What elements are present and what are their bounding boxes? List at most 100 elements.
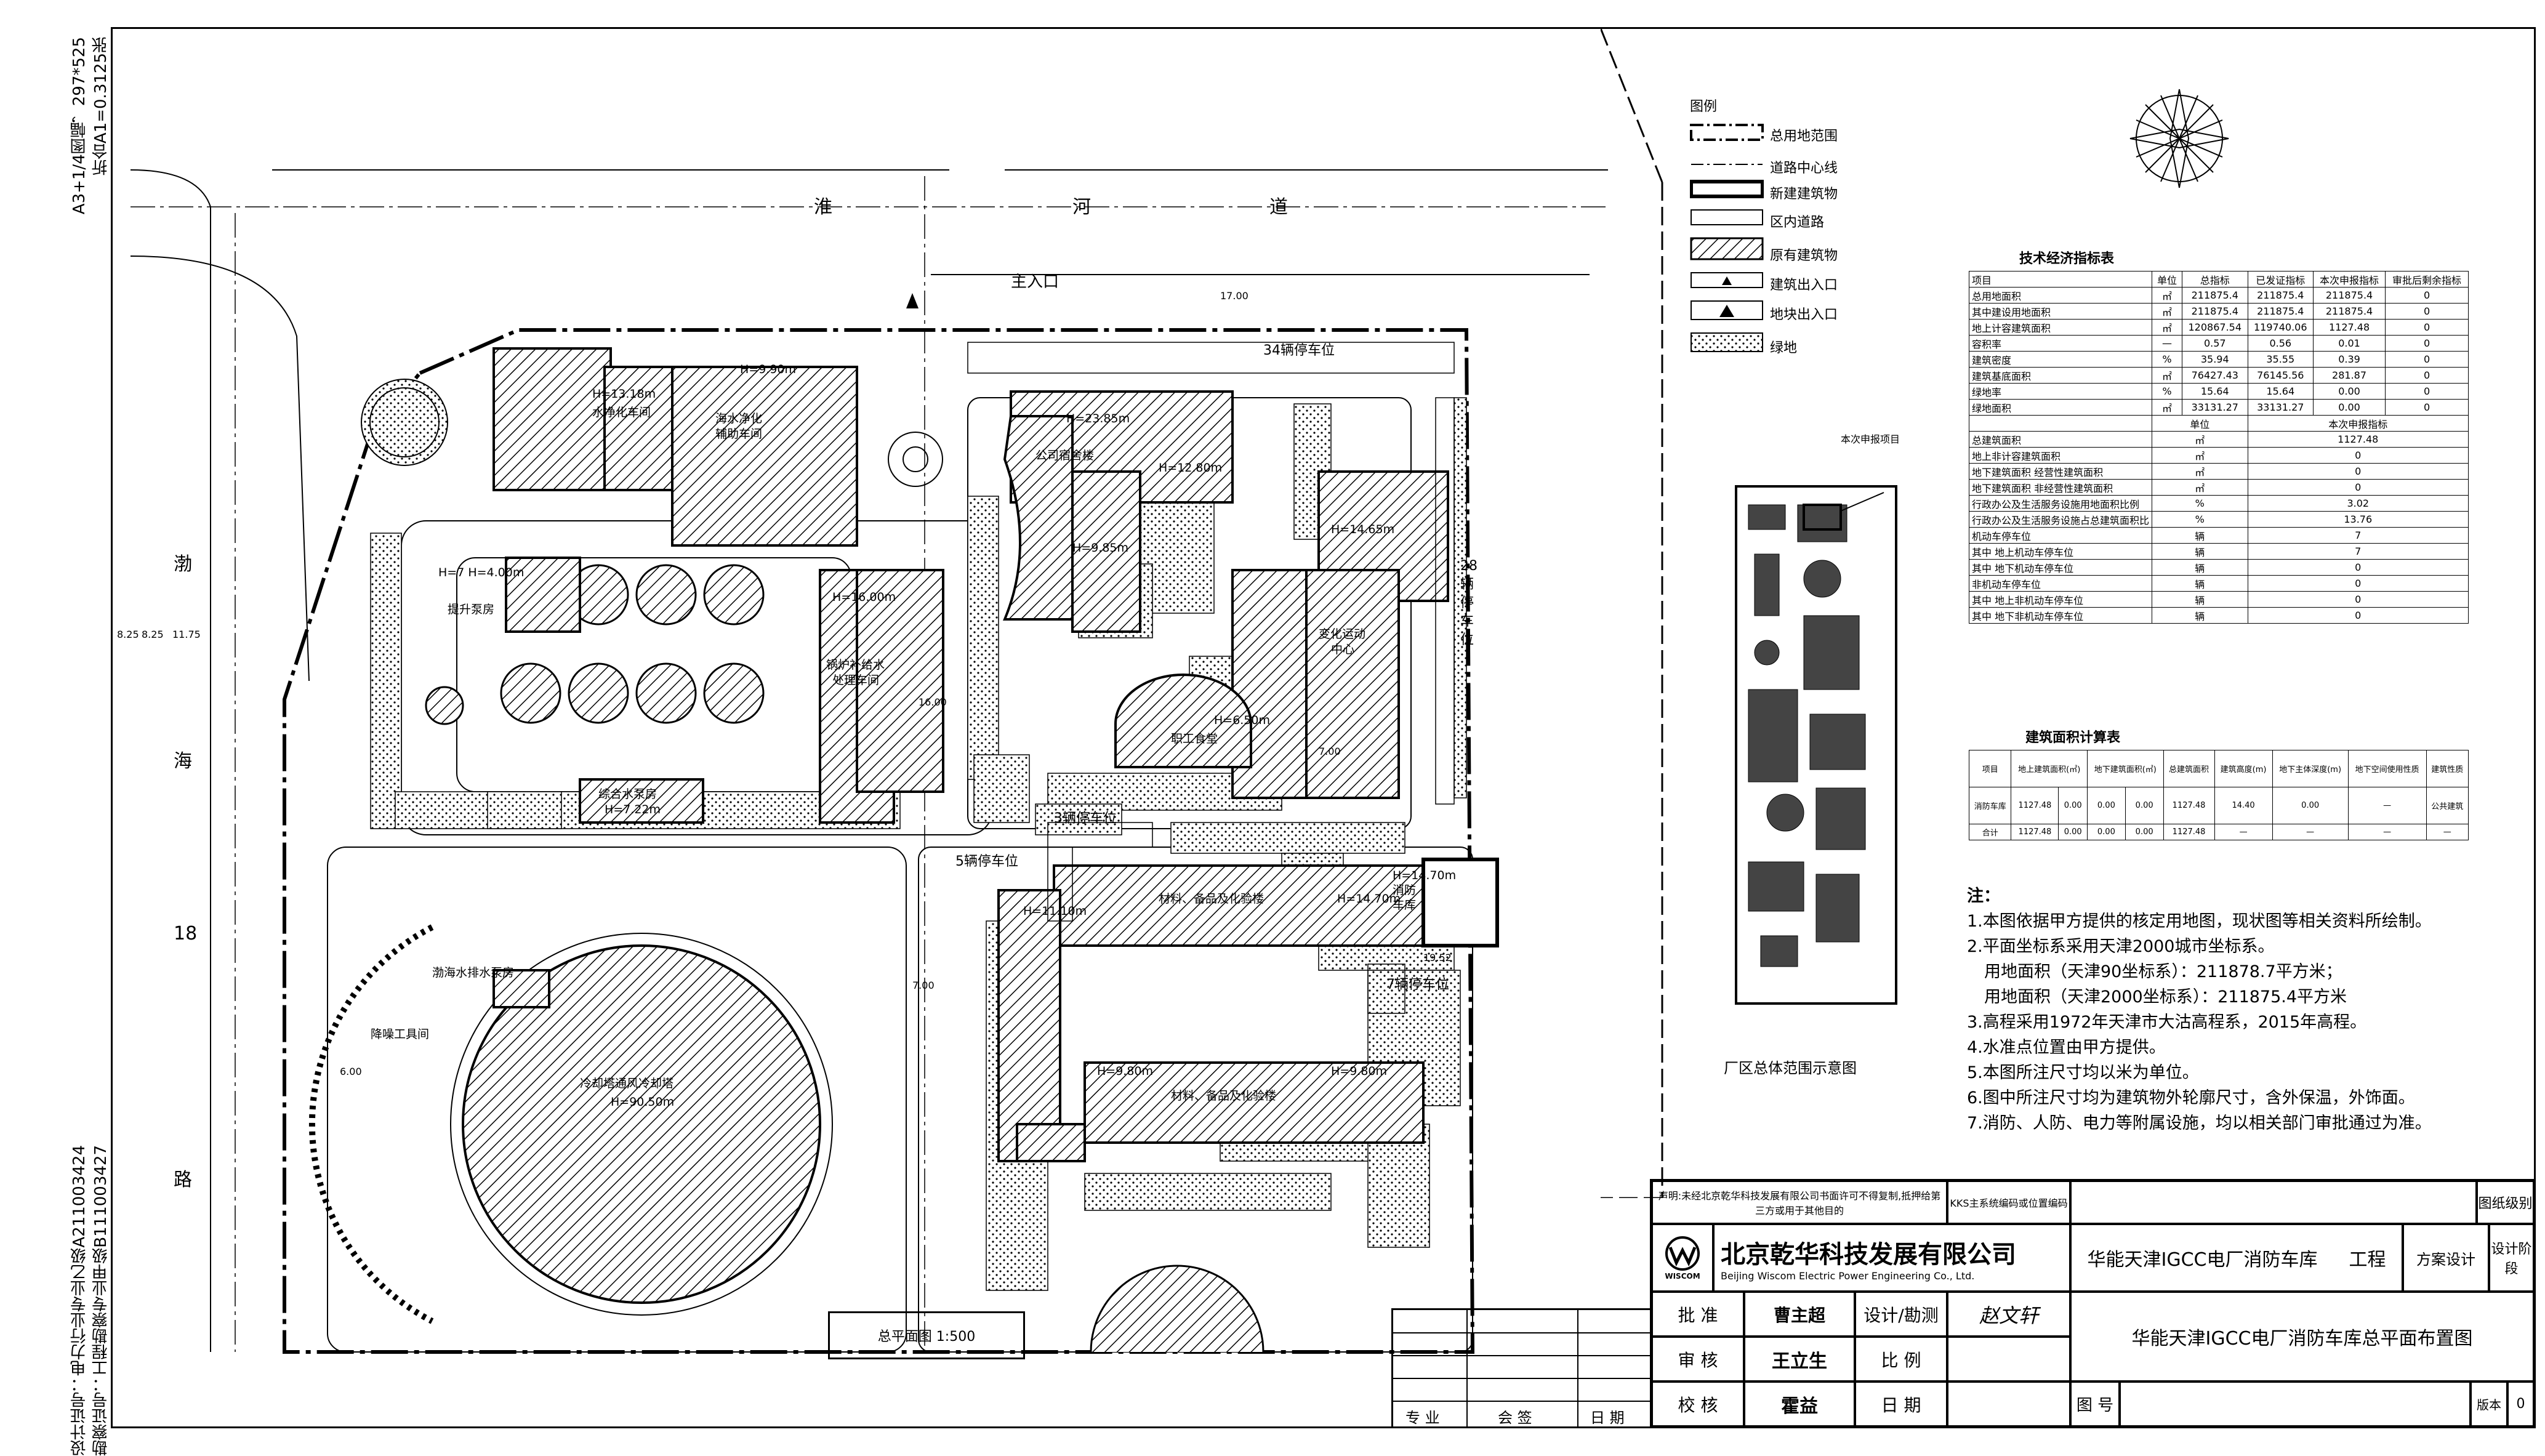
- svg-text:海水净化: 海水净化: [715, 412, 762, 425]
- svg-text:3辆停车位: 3辆停车位: [1054, 811, 1117, 826]
- kks-value: [2070, 1181, 2477, 1224]
- north-arrow-icon: [2129, 89, 2229, 188]
- svg-text:H=11.10m: H=11.10m: [1023, 904, 1087, 918]
- tech-table-title: 技术经济指标表: [2019, 251, 2115, 267]
- overview-tag: 本次申报项目: [1841, 433, 1900, 445]
- svg-text:海: 海: [174, 750, 192, 772]
- sheet-size-note-2: 折合A1=0.3125张: [92, 37, 110, 176]
- svg-text:路: 路: [174, 1169, 192, 1191]
- design-stage: 方案设计: [2403, 1224, 2489, 1292]
- statement: 声明:未经北京乾华科技发展有限公司书面许可不得复制,抵押给第三方或用于其他目的: [1652, 1181, 1947, 1224]
- divider-lines: [1601, 28, 1663, 1198]
- svg-text:位: 位: [1460, 632, 1474, 648]
- legend-title: 图例: [1690, 99, 1718, 115]
- company-name: 北京乾华科技发展有限公司 Beijing Wiscom Electric Pow…: [1713, 1224, 2070, 1292]
- svg-text:H=12.80m: H=12.80m: [1159, 461, 1222, 475]
- svg-text:H=14.70m: H=14.70m: [1337, 892, 1401, 906]
- legend-item-road-centerline: 道路中心线: [1770, 161, 1838, 176]
- svg-text:材料、备品及化验楼: 材料、备品及化验楼: [1171, 1089, 1276, 1103]
- svg-text:17.00: 17.00: [1220, 290, 1248, 302]
- scale-title-box: 总平面图 1:500: [828, 1311, 1025, 1359]
- svg-text:H=9.80m: H=9.80m: [1331, 1064, 1387, 1078]
- svg-text:8.25: 8.25: [142, 629, 164, 640]
- svg-text:H=23.85m: H=23.85m: [1066, 412, 1130, 425]
- design-stage-label: 设计阶段: [2489, 1224, 2534, 1292]
- svg-text:28: 28: [1460, 558, 1478, 574]
- review-signature: 王立生: [1744, 1337, 1855, 1382]
- svg-text:H=6.50m: H=6.50m: [1214, 714, 1270, 727]
- area-table-title: 建筑面积计算表: [2025, 730, 2121, 746]
- scale-value: [1947, 1337, 2070, 1382]
- drawing-frame: [111, 27, 2536, 1428]
- svg-text:18: 18: [174, 923, 197, 944]
- svg-text:H=13.18m: H=13.18m: [592, 387, 656, 401]
- svg-text:34辆停车位: 34辆停车位: [1263, 343, 1335, 358]
- title-block: 声明:未经北京乾华科技发展有限公司书面许可不得复制,抵押给第三方或用于其他目的 …: [1650, 1179, 2534, 1426]
- legend-symbols: [1690, 124, 1764, 352]
- company-logo-icon: [1665, 1236, 1700, 1271]
- svg-text:水净化车间: 水净化车间: [592, 406, 651, 419]
- svg-text:7辆停车位: 7辆停车位: [1386, 977, 1449, 992]
- area-table: 项目 地上建筑面积(㎡) 地下建筑面积(㎡) 总建筑面积 建筑高度(m) 地下主…: [1968, 750, 2469, 840]
- road-north-1: 淮: [814, 196, 832, 218]
- svg-text:16.00: 16.00: [919, 696, 947, 708]
- design-label: 设计/勘测: [1855, 1292, 1947, 1337]
- drawing-number-value: [2120, 1382, 2471, 1426]
- review-label: 审 核: [1652, 1337, 1744, 1382]
- company-logo: WISCOM: [1652, 1224, 1713, 1292]
- svg-text:6.00: 6.00: [340, 1066, 362, 1077]
- legend-item-new-building: 新建建筑物: [1770, 187, 1838, 202]
- approve-signature: 曹主超: [1744, 1292, 1855, 1337]
- svg-text:H=9.90m: H=9.90m: [740, 363, 796, 376]
- notes-title: 注：: [1967, 887, 2000, 906]
- svg-text:H=9.80m: H=9.80m: [1097, 1064, 1153, 1078]
- svg-text:中心: 中心: [1331, 643, 1354, 656]
- svg-text:渤: 渤: [174, 553, 192, 575]
- svg-text:主入口: 主入口: [1011, 273, 1059, 291]
- road-north-3: 道: [1269, 196, 1288, 218]
- countersign-block: 专 业 会 签 日 期: [1391, 1308, 1652, 1426]
- svg-text:冷却塔通风冷却塔: 冷却塔通风冷却塔: [580, 1077, 673, 1090]
- svg-text:变化运动: 变化运动: [1319, 627, 1365, 641]
- legend: 图例 总用地范围 道路中心线 新建建筑物 区内道路 原有建筑物 建筑出入口 地块…: [1690, 95, 1850, 385]
- svg-text:H=16.00m: H=16.00m: [832, 590, 896, 604]
- version-value: 0: [2507, 1382, 2534, 1426]
- svg-text:锅炉补给水: 锅炉补给水: [826, 658, 885, 672]
- site-plan: 淮 河 道 渤 海 18 路 主入口 34辆停车位 3辆停车位 5辆停车位 7辆…: [117, 169, 1608, 1354]
- road-north-2: 河: [1072, 196, 1091, 218]
- overview-map: [1735, 485, 1897, 1005]
- fire-station-building: [1421, 858, 1499, 947]
- grade-label: 图纸级别: [2477, 1181, 2534, 1224]
- svg-text:H=90.50m: H=90.50m: [611, 1095, 674, 1109]
- svg-text:渤海水排水泵房: 渤海水排水泵房: [432, 966, 514, 979]
- legend-item-building-entrance: 建筑出入口: [1770, 278, 1838, 293]
- legend-item-existing-building: 原有建筑物: [1770, 248, 1838, 263]
- svg-text:5辆停车位: 5辆停车位: [955, 854, 1018, 869]
- svg-text:H=7 H=4.00m: H=7 H=4.00m: [438, 566, 524, 579]
- notes: 注： 1.本图依据甲方提供的核定用地图，现状图等相关资料所绘制。 2.平面坐标系…: [1967, 883, 2432, 1136]
- countersign-grid: [1393, 1310, 1652, 1426]
- kks-label: KKS主系统编码或位置编码: [1947, 1181, 2070, 1224]
- approve-label: 批 准: [1652, 1292, 1744, 1337]
- check-signature: 霍益: [1744, 1382, 1855, 1426]
- sheet-size-note: A3+1/4图幅，297*525: [70, 37, 89, 215]
- scale-label: 比 例: [1855, 1337, 1947, 1382]
- svg-text:提升泵房: 提升泵房: [448, 603, 494, 616]
- survey-cert-note: 勘察证号：工程勘察专业甲级B111003427: [92, 1145, 110, 1456]
- check-label: 校 核: [1652, 1382, 1744, 1426]
- svg-text:处理车间: 处理车间: [832, 674, 879, 687]
- drawing-number-label: 图 号: [2070, 1382, 2120, 1426]
- svg-text:19.52: 19.52: [1423, 952, 1452, 963]
- version-label: 版本: [2471, 1382, 2507, 1426]
- svg-text:7.00: 7.00: [1319, 746, 1341, 757]
- svg-text:职工食堂: 职工食堂: [1171, 732, 1218, 746]
- svg-text:8.25: 8.25: [117, 629, 139, 640]
- svg-text:综合水泵房: 综合水泵房: [598, 787, 657, 801]
- svg-text:辅助车间: 辅助车间: [715, 427, 762, 441]
- design-signature: 赵文轩: [1947, 1292, 2070, 1337]
- date-label: 日 期: [1855, 1382, 1947, 1426]
- legend-item-site-boundary: 总用地范围: [1770, 129, 1838, 144]
- drawing-title: 华能天津IGCC电厂消防车库总平面布置图: [2070, 1292, 2534, 1382]
- date-value: [1947, 1382, 2070, 1426]
